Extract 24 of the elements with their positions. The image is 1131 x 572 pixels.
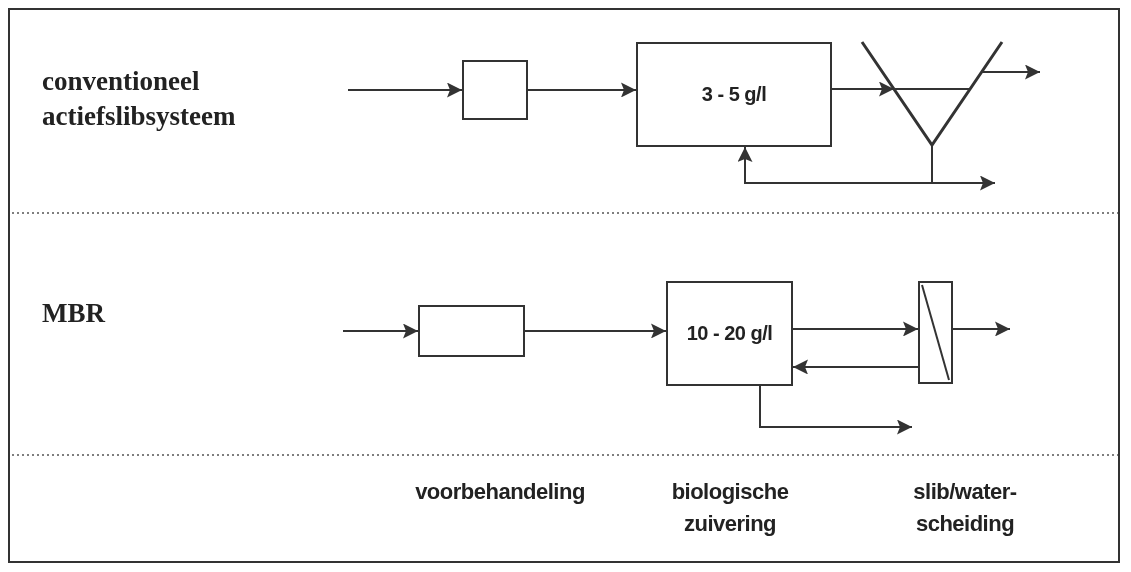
row-label: conventioneel actiefslibsysteem [42,65,237,134]
arrow [831,81,895,97]
process-box [636,42,832,147]
settling-tank-drawing [862,42,1002,146]
concentration-label: 3 - 5 g/l [701,83,767,106]
row-label: MBR [42,297,107,330]
arrow [342,323,419,339]
process-box [418,305,525,357]
stage-label: biologische zuivering [670,478,790,538]
stage-label: slib/water- scheiding [912,478,1018,538]
process-box [462,60,528,120]
arrow [527,82,637,98]
arrow [524,323,667,339]
arrow [737,145,933,184]
arrow [981,64,1041,80]
arrow [792,321,919,337]
process-box [666,281,793,386]
concentration-label: 10 - 20 g/l [686,322,773,345]
arrow [952,321,1011,337]
arrow [347,82,463,98]
stage-label: voorbehandeling [414,478,586,506]
arrow [792,359,919,375]
membrane-unit [918,281,953,384]
arrow [759,385,913,435]
